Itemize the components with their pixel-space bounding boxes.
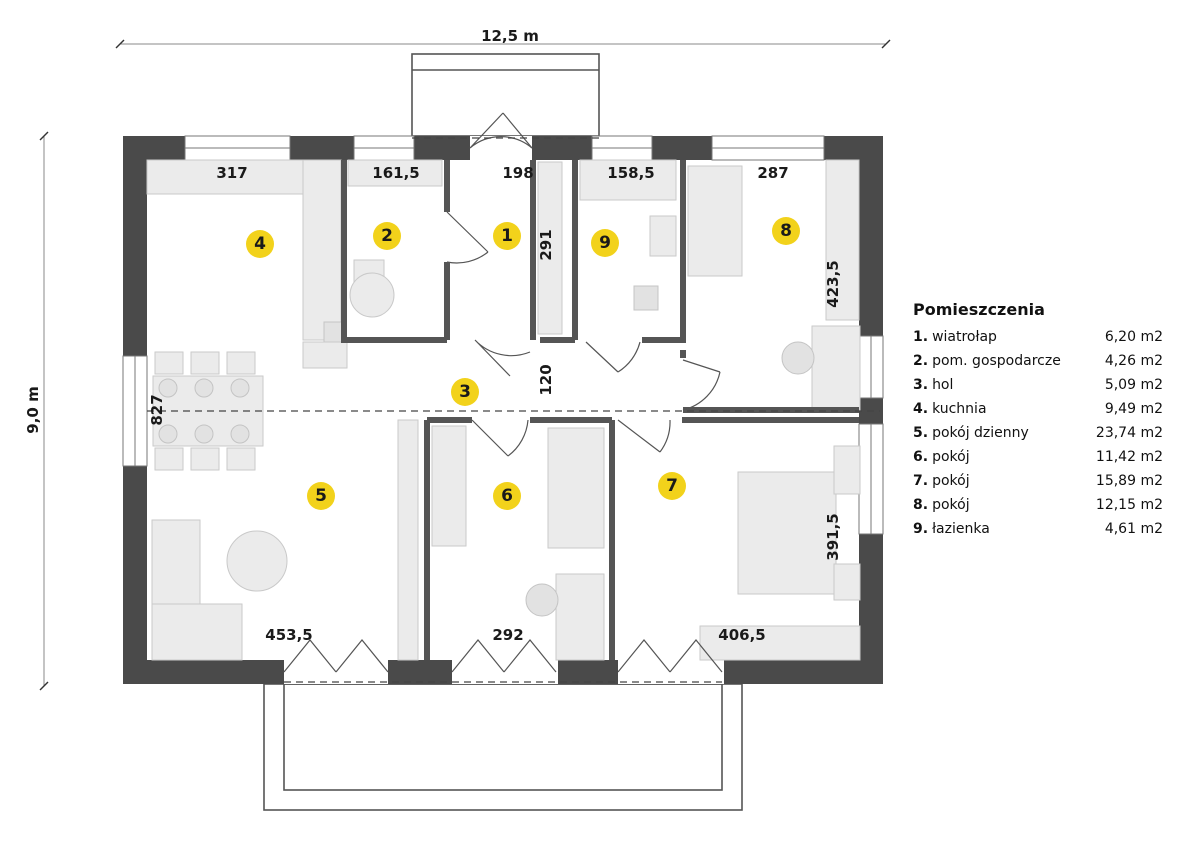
dim-room8-width: 287 — [757, 164, 788, 182]
room-badge-8: 8 — [772, 217, 800, 245]
legend-area: 5,09 m2 — [1104, 377, 1163, 393]
legend-area: 9,49 m2 — [1104, 401, 1163, 417]
room-badge-1: 1 — [493, 222, 521, 250]
legend-num: 1. — [913, 329, 929, 345]
legend-row: 6.pokój 11,42 m2 — [913, 445, 1163, 469]
room-badge-9-label: 9 — [599, 233, 611, 253]
dim-kitchen-width: 317 — [216, 164, 247, 182]
room-badge-7: 7 — [658, 472, 686, 500]
legend-row: 8.pokój 12,15 m2 — [913, 493, 1163, 517]
room-badge-4: 4 — [246, 230, 274, 258]
overall-width-dimension: 12,5 m — [115, 27, 891, 49]
legend-name: pokój — [932, 449, 970, 465]
room-badge-8-label: 8 — [780, 221, 792, 241]
dim-hall-depth: 120 — [537, 364, 555, 395]
room-badge-6-label: 6 — [501, 486, 513, 506]
entrance-canopy — [411, 53, 600, 137]
legend-name: pokój dzienny — [932, 425, 1029, 441]
dim-room7-width: 406,5 — [718, 626, 765, 644]
legend-area: 15,89 m2 — [1095, 473, 1163, 489]
legend-row: 7.pokój 15,89 m2 — [913, 469, 1163, 493]
legend-num: 7. — [913, 473, 929, 489]
legend-name: wiatrołap — [932, 329, 997, 345]
room-badge-5-label: 5 — [315, 486, 327, 506]
legend-num: 3. — [913, 377, 929, 393]
legend-row: 3.hol 5,09 m2 — [913, 373, 1163, 397]
dim-bath-width: 158,5 — [607, 164, 654, 182]
dim-vestibule-width: 198 — [502, 164, 533, 182]
legend-area: 23,74 m2 — [1095, 425, 1163, 441]
legend-title: Pomieszczenia — [913, 300, 1045, 319]
legend-num: 6. — [913, 449, 929, 465]
legend-name: łazienka — [932, 521, 990, 537]
legend-name: hol — [932, 377, 954, 393]
overall-height-dimension: 9,0 m — [24, 131, 49, 691]
room-badge-3: 3 — [451, 378, 479, 406]
room-badge-3-label: 3 — [459, 382, 471, 402]
legend-row: 4.kuchnia 9,49 m2 — [913, 397, 1163, 421]
legend-area: 6,20 m2 — [1104, 329, 1163, 345]
doors — [283, 112, 723, 673]
room-badge-9: 9 — [591, 229, 619, 257]
room-badge-1-label: 1 — [501, 226, 513, 246]
legend-row: 2.pom. gospodarcze 4,26 m2 — [913, 349, 1163, 373]
terrace — [263, 683, 743, 811]
dim-room6-width: 292 — [492, 626, 523, 644]
dim-utility-width: 161,5 — [372, 164, 419, 182]
dim-living-width: 453,5 — [265, 626, 312, 644]
room-badge-5: 5 — [307, 482, 335, 510]
legend-name: kuchnia — [932, 401, 987, 417]
legend-area: 11,42 m2 — [1095, 449, 1163, 465]
dim-west-height: 827 — [148, 394, 166, 425]
dim-room7-depth: 391,5 — [824, 513, 842, 560]
dim-vestibule-depth: 291 — [537, 229, 555, 260]
dim-room8-depth: 423,5 — [824, 260, 842, 307]
legend-row: 9.łazienka 4,61 m2 — [913, 517, 1163, 541]
legend-area: 4,61 m2 — [1104, 521, 1163, 537]
legend-row: 1.wiatrołap 6,20 m2 — [913, 325, 1163, 349]
legend-num: 8. — [913, 497, 929, 513]
room-badge-7-label: 7 — [666, 476, 678, 496]
overall-width-label: 12,5 m — [481, 27, 539, 45]
room-badge-2-label: 2 — [381, 226, 393, 246]
legend-num: 2. — [913, 353, 929, 369]
legend-num: 4. — [913, 401, 929, 417]
room-badge-4-label: 4 — [254, 234, 266, 254]
legend-area: 4,26 m2 — [1104, 353, 1163, 369]
furniture — [146, 159, 861, 661]
room-badge-6: 6 — [493, 482, 521, 510]
legend-name: pom. gospodarcze — [932, 353, 1061, 369]
legend-num: 9. — [913, 521, 929, 537]
legend-name: pokój — [932, 473, 970, 489]
legend-num: 5. — [913, 425, 929, 441]
room-badge-2: 2 — [373, 222, 401, 250]
legend-area: 12,15 m2 — [1095, 497, 1163, 513]
room-legend: Pomieszczenia 1.wiatrołap 6,20 m2 2.pom. … — [913, 300, 1163, 541]
overall-height-label: 9,0 m — [24, 386, 42, 433]
legend-row: 5.pokój dzienny 23,74 m2 — [913, 421, 1163, 445]
legend-name: pokój — [932, 497, 970, 513]
interior-walls — [341, 160, 859, 660]
